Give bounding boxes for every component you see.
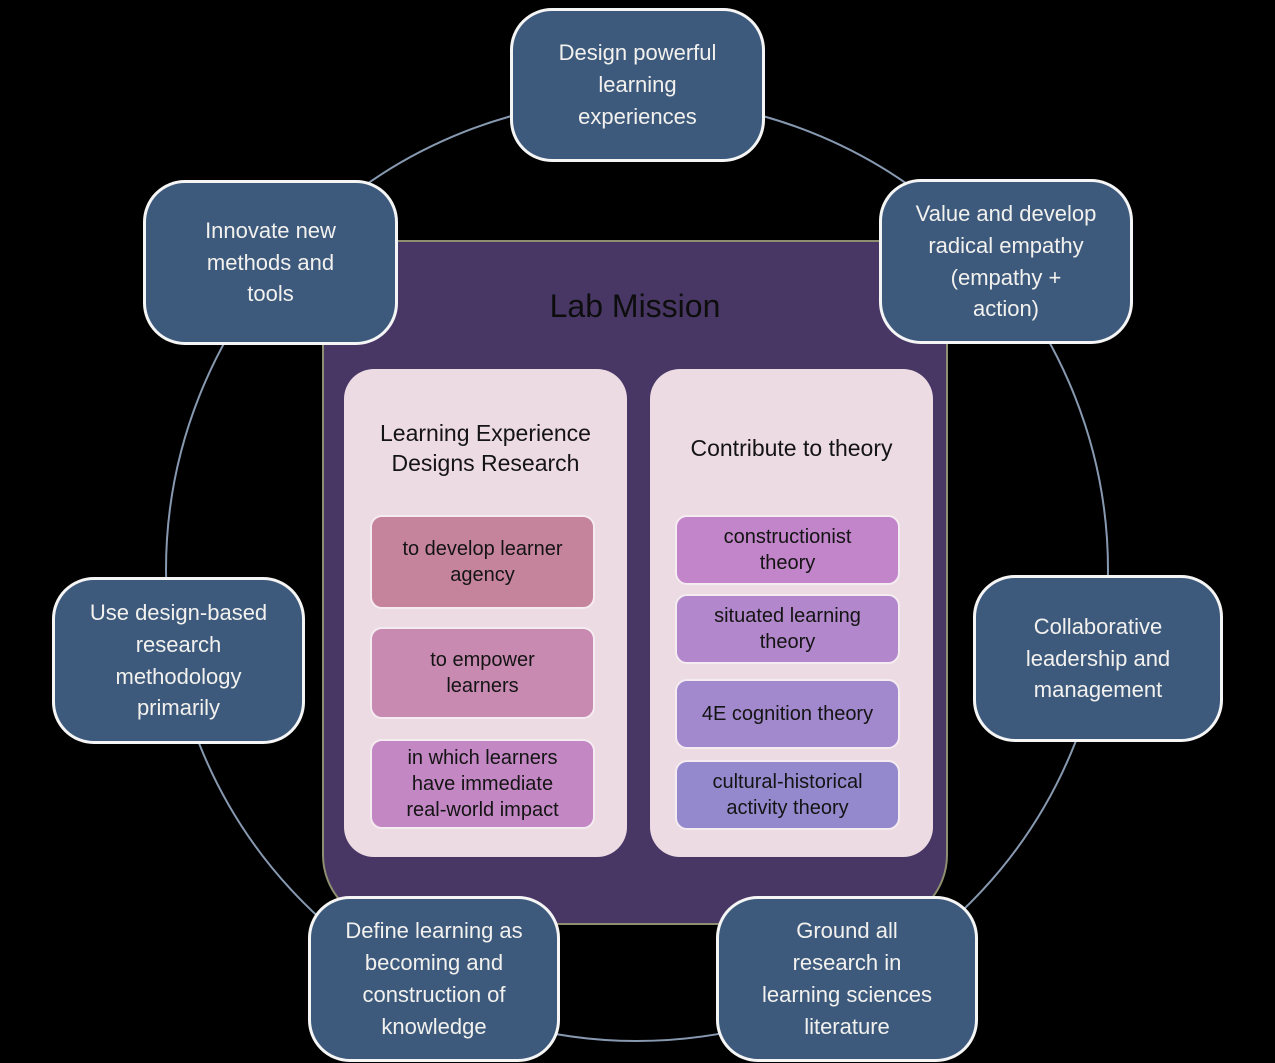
node-ground-research-learning-sciences: Ground all research in learning sciences…: [716, 896, 978, 1062]
node-design-based-research-methodology: Use design-based research methodology pr…: [52, 577, 305, 744]
node-design-powerful-learning-experiences: Design powerful learning experiences: [510, 8, 765, 162]
node-innovate-new-methods-tools: Innovate new methods and tools: [143, 180, 398, 345]
node-define-learning-becoming-construction: Define learning as becoming and construc…: [308, 896, 560, 1062]
node-value-develop-radical-empathy: Value and develop radical empathy (empat…: [879, 179, 1133, 344]
node-collaborative-leadership-management: Collaborative leadership and management: [973, 575, 1223, 742]
